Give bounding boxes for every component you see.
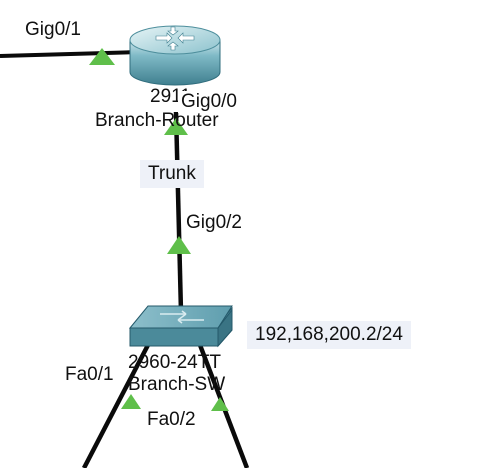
router-icon[interactable] <box>129 25 221 86</box>
triangle-up-icon-gig0-0 <box>164 118 188 135</box>
switch-model-label: 2960-24TT <box>128 352 221 373</box>
switch-icon[interactable] <box>128 305 233 348</box>
link-router-gig0-1[interactable] <box>0 50 141 58</box>
triangle-up-icon-gig0-2 <box>167 236 191 254</box>
port-label-fa0-1: Fa0/1 <box>63 364 116 386</box>
switch-name-label: Branch-SW <box>128 374 226 395</box>
triangle-up-icon-gig0-1 <box>89 48 115 65</box>
link-switch-fa0-1[interactable] <box>82 343 150 468</box>
link-label-trunk: Trunk <box>140 160 204 188</box>
link-router-switch-trunk[interactable] <box>173 111 184 313</box>
router-name-label: Branch-Router <box>95 110 219 131</box>
triangle-up-icon-fa0-2 <box>211 397 229 411</box>
port-label-gig0-1: Gig0/1 <box>25 19 81 40</box>
port-label-gig0-2: Gig0/2 <box>186 212 242 233</box>
triangle-up-icon-fa0-1 <box>121 394 141 409</box>
port-label-fa0-2: Fa0/2 <box>145 409 198 431</box>
switch-ip-label: 192,168,200.2/24 <box>247 321 411 349</box>
port-label-gig0-0: Gig0/0 <box>178 91 240 113</box>
